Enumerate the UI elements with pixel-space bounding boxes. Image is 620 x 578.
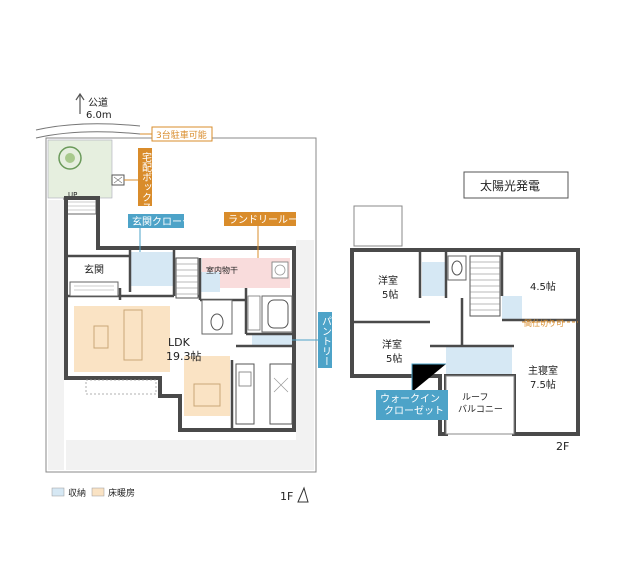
laundry-text: ランドリールーム: [228, 214, 308, 226]
toilet-2f-icon: [451, 260, 463, 276]
road-label: 公道: [88, 96, 108, 109]
dining-table-icon: [193, 383, 221, 407]
parking-text: 3台駐車可能: [156, 129, 207, 141]
pantry-storage: [252, 334, 292, 346]
partition-note: 間仕切り可: [524, 318, 564, 328]
roof-balcony-line: ルーフ: [462, 393, 488, 403]
floor1-outer-wall: [64, 196, 296, 432]
kitchen-counter: [235, 363, 255, 425]
room-nw-size: 5帖: [382, 288, 398, 301]
genkan-label: 玄関: [84, 263, 104, 276]
garden-area: [47, 139, 113, 199]
floor1-label: 1F: [280, 490, 293, 503]
walk-in-closet: [446, 346, 512, 376]
ldk-label: LDK: [168, 336, 191, 349]
legend-storage-label: 収納: [68, 487, 86, 499]
callout-entrance-cloak: 玄関クローク: [128, 214, 192, 252]
washroom-sink: [247, 295, 261, 331]
coffee-table-icon: [93, 325, 109, 349]
closet-2f-b: [502, 296, 522, 320]
closet-2f-a: [422, 262, 446, 296]
roof-balcony-area: [445, 375, 515, 435]
washer-icon: [271, 261, 289, 279]
genkan-step: [69, 281, 119, 297]
terrace: [85, 379, 157, 395]
room-ne-size: 4.5帖: [530, 280, 556, 293]
toilet-icon: [210, 313, 224, 331]
legend: 収納 床暖房: [51, 487, 135, 499]
legend-heating-swatch: [91, 487, 105, 497]
delivery-box-text: 宅配ボックス: [140, 151, 152, 212]
master-size: 7.5帖: [530, 378, 556, 391]
cloak-storage: [130, 252, 174, 286]
master-label: 主寝室: [528, 364, 558, 377]
floor1-site: UP: [45, 137, 317, 473]
kitchen-sink: [238, 371, 252, 387]
walk-in-closet-text: ウォークイン クローゼット: [380, 393, 444, 417]
callout-walk-in-closet: ウォークイン クローゼット: [376, 363, 448, 420]
callout-laundry: ランドリールーム: [224, 212, 308, 258]
solar-text: 太陽光発電: [480, 178, 540, 193]
wic-line2: クローゼット: [384, 405, 444, 417]
bathtub-icon: [267, 299, 289, 329]
ldk-size: 19.3帖: [166, 350, 202, 363]
roof-balcony-label: ルーフ バルコニー: [458, 393, 503, 415]
ldk-floor-heating-b: [184, 356, 230, 416]
entrance-cloak-text: 玄関クローク: [132, 215, 192, 228]
indoor-drying-label: 室内物干: [206, 265, 238, 275]
legend-heating-label: 床暖房: [108, 487, 135, 499]
callout-pantry: パントリー: [292, 312, 332, 368]
road-indicator: 公道 6.0m: [35, 92, 141, 139]
room-w-label: 洋室: [382, 338, 402, 351]
room-w-size: 5帖: [386, 352, 402, 365]
closet-storage: [200, 272, 220, 292]
roof-balcony-line2: バルコニー: [458, 404, 503, 415]
wic-line1: ウォークイン: [380, 393, 440, 405]
room-nw-label: 洋室: [378, 274, 398, 287]
kitchen-back-counter: [269, 363, 293, 425]
callout-parking: 3台駐車可能: [140, 126, 213, 142]
pantry-text: パントリー: [320, 316, 332, 366]
floor2-house: 洋室 5帖 4.5帖 洋室 5帖 主寝室 7.5帖 間仕切り可 ルーフ バルコニ…: [350, 205, 580, 453]
ldk-floor-heating-a: [74, 306, 170, 372]
callout-delivery-box: 宅配ボックス: [124, 148, 152, 212]
floor2-label: 2F: [556, 440, 569, 453]
tree-icon: [58, 146, 82, 170]
north-arrow-icon: [297, 486, 309, 503]
solar-box: 太陽光発電: [463, 171, 569, 199]
floor1-house: 玄関 室内物干 LDK 19.3帖 1F: [64, 196, 309, 503]
up-label: UP: [68, 191, 77, 199]
north-balcony: [353, 205, 403, 247]
sofa-icon: [123, 309, 143, 361]
legend-storage-swatch: [51, 487, 65, 497]
road-width: 6.0m: [86, 110, 112, 121]
